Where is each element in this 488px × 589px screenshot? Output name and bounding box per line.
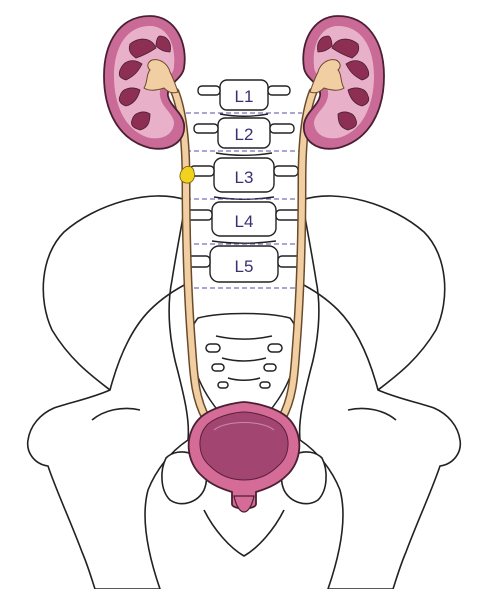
label-l3: L3 <box>235 168 254 187</box>
l1-right-process <box>268 86 290 95</box>
label-l2: L2 <box>235 125 254 144</box>
pubic-arch <box>204 510 284 556</box>
label-l5: L5 <box>235 257 254 276</box>
label-l1: L1 <box>235 87 254 106</box>
disc-line-2 <box>216 153 272 155</box>
sacral-foramen-6 <box>260 382 270 388</box>
kidney-right <box>303 16 384 149</box>
urethra <box>234 496 254 512</box>
sacral-foramen-5 <box>218 382 228 388</box>
sacral-foramen-4 <box>264 364 276 371</box>
right-iliac-wing <box>300 196 461 589</box>
l2-left-process <box>194 124 218 133</box>
label-l4: L4 <box>235 212 254 231</box>
sacral-foramen-3 <box>212 364 224 371</box>
sacral-foramen-2 <box>268 344 282 352</box>
l3-right-process <box>274 166 298 176</box>
sacral-foramen-1 <box>206 344 220 352</box>
bladder <box>189 402 300 512</box>
disc-line-1 <box>220 114 268 116</box>
l2-right-process <box>270 124 294 133</box>
l1-left-process <box>198 86 220 95</box>
left-iliac-wing <box>28 196 189 589</box>
kidney-left <box>104 16 185 149</box>
disc-line-4 <box>212 241 276 243</box>
